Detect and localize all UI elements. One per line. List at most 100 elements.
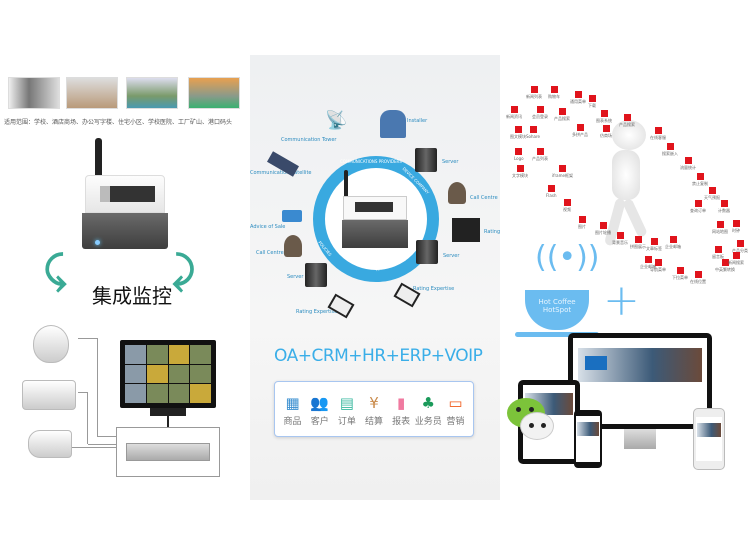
hotspot-text: Hot Coffee HotSpot bbox=[538, 298, 576, 314]
feature-icon: 视频 bbox=[563, 199, 571, 213]
feature-label: 时钟 bbox=[732, 228, 740, 233]
feature-icon: 产品搜索 bbox=[554, 108, 570, 122]
feature-icon: 会员登录 bbox=[532, 106, 548, 120]
feature-icon: Logo bbox=[514, 148, 524, 161]
computer-icon bbox=[452, 218, 480, 242]
feature-label: 中英繁转换 bbox=[715, 267, 735, 272]
dvr-recorder bbox=[126, 443, 210, 461]
installer-person-icon bbox=[380, 110, 406, 138]
feature-icon: 多拼产品 bbox=[572, 124, 588, 138]
call-centre-agent-icon bbox=[284, 235, 302, 257]
dvr-enclosure bbox=[116, 427, 220, 477]
feature-label: 新闻搜索 bbox=[728, 260, 744, 265]
node-label: Call Centre bbox=[256, 250, 284, 256]
feature-label: 产品搜索 bbox=[619, 122, 635, 127]
node-label: Advice of Sale bbox=[250, 224, 286, 230]
feature-icon: 新闻列表 bbox=[526, 86, 542, 100]
feature-label: 新闻资讯 bbox=[506, 114, 522, 119]
feature-label: 拼图展示 bbox=[630, 244, 646, 249]
feature-label: Flash bbox=[546, 193, 557, 198]
module-item[interactable]: ▦商品 bbox=[280, 392, 306, 436]
feature-label: 在线客服 bbox=[650, 135, 666, 140]
feature-icon: 企业邮箱 bbox=[640, 256, 656, 270]
tower-icon: 📡 bbox=[325, 110, 348, 131]
feature-label: 图片 bbox=[578, 224, 586, 229]
feature-icon: 下拉菜单 bbox=[672, 267, 688, 281]
feature-label: 多拼产品 bbox=[572, 132, 588, 137]
feature-icon: 购物车 bbox=[548, 86, 560, 100]
node-label: Rating bbox=[484, 229, 501, 235]
feature-icon: 查询订单 bbox=[690, 200, 706, 214]
module-item[interactable]: 👥客户 bbox=[307, 392, 333, 436]
feature-icon: 图表系统 bbox=[596, 110, 612, 124]
server-icon bbox=[305, 263, 327, 287]
feature-label: 在线位置 bbox=[690, 279, 706, 284]
feature-icon: 文章标签 bbox=[646, 238, 662, 252]
node-label: Rating Expertise bbox=[413, 286, 455, 292]
feature-label: 产品搜索 bbox=[554, 116, 570, 121]
feature-label: 图片轮播 bbox=[595, 230, 611, 235]
node-label: Installer bbox=[407, 118, 428, 124]
feature-label: 会员登录 bbox=[532, 114, 548, 119]
dome-camera-icon bbox=[33, 325, 69, 363]
feature-icon: 通用菜单 bbox=[570, 91, 586, 105]
feature-icon: 流量统计 bbox=[680, 157, 696, 171]
feature-label: 导航菜单 bbox=[650, 267, 666, 272]
plus-icon: + bbox=[603, 275, 640, 326]
feature-label: 图表系统 bbox=[596, 118, 612, 123]
surveillance-monitor bbox=[120, 340, 216, 408]
feature-label: 禁止复制 bbox=[692, 181, 708, 186]
yen-icon: ¥ bbox=[369, 394, 379, 412]
feature-icon: 在线客服 bbox=[650, 127, 666, 141]
feature-icon: 禁止复制 bbox=[692, 173, 708, 187]
module-item[interactable]: ▭营销 bbox=[442, 392, 468, 436]
node-label: Rating Expertise bbox=[296, 309, 338, 315]
node-label: Server bbox=[442, 159, 459, 165]
feature-icon: 下载 bbox=[588, 95, 596, 109]
feature-icon: 图文模块 bbox=[510, 126, 526, 140]
feature-label: 搜索嵌入 bbox=[662, 151, 678, 156]
feature-label: 计数器 bbox=[718, 208, 730, 213]
feature-label: 仿商场 bbox=[600, 133, 612, 138]
curved-arrow-left-icon: ⤹ bbox=[44, 248, 67, 292]
node-label: Server bbox=[443, 253, 460, 259]
module-label: 报表 bbox=[392, 417, 411, 427]
bullet-camera-icon bbox=[22, 380, 76, 410]
node-label: Call Centre bbox=[470, 195, 498, 201]
feature-icon: 产品列表 bbox=[532, 148, 548, 162]
server-icon bbox=[415, 148, 437, 172]
feature-label: 天气预报 bbox=[704, 195, 720, 200]
feature-icon: iframe框架 bbox=[552, 165, 573, 179]
suite-title: OA+CRM+HR+ERP+VOIP bbox=[274, 346, 483, 366]
module-item[interactable]: ¥结算 bbox=[361, 392, 387, 436]
feature-icon: 天气预报 bbox=[704, 187, 720, 201]
feature-icon: 图片 bbox=[578, 216, 586, 230]
feature-icon: 文字模块 bbox=[512, 165, 528, 179]
android-phone-display bbox=[693, 408, 725, 470]
node-label: Communication Satellite bbox=[250, 170, 312, 176]
team-icon: ♣ bbox=[421, 394, 435, 412]
module-label: 客户 bbox=[310, 417, 329, 427]
scene-photo-mall bbox=[66, 77, 118, 109]
feature-label: 图文模块 bbox=[510, 134, 526, 139]
feature-icon: 新闻资讯 bbox=[506, 106, 522, 120]
feature-label: 流量统计 bbox=[680, 165, 696, 170]
integrated-monitoring-title: 集成监控 bbox=[92, 284, 172, 308]
desktop-display bbox=[568, 333, 712, 429]
server-icon bbox=[416, 240, 438, 264]
feature-label: 新闻列表 bbox=[526, 94, 542, 99]
feature-label: 背景音乐 bbox=[612, 240, 628, 245]
feature-icon: 产品搜索 bbox=[619, 114, 635, 128]
scene-photo-residence bbox=[126, 77, 178, 109]
document-icon: ▤ bbox=[339, 394, 354, 412]
feature-label: 产品分类 bbox=[732, 248, 748, 253]
device-antenna bbox=[344, 170, 348, 198]
module-item[interactable]: ♣业务员 bbox=[415, 392, 442, 436]
feature-label: 企业邮箱 bbox=[665, 244, 681, 249]
module-item[interactable]: ▮报表 bbox=[388, 392, 414, 436]
node-label: Communication Tower bbox=[281, 137, 337, 143]
feature-label: 下载 bbox=[588, 103, 596, 108]
module-item[interactable]: ▤订单 bbox=[334, 392, 360, 436]
feature-icon: 企业邮箱 bbox=[665, 236, 681, 250]
feature-label: 产品列表 bbox=[532, 156, 548, 161]
